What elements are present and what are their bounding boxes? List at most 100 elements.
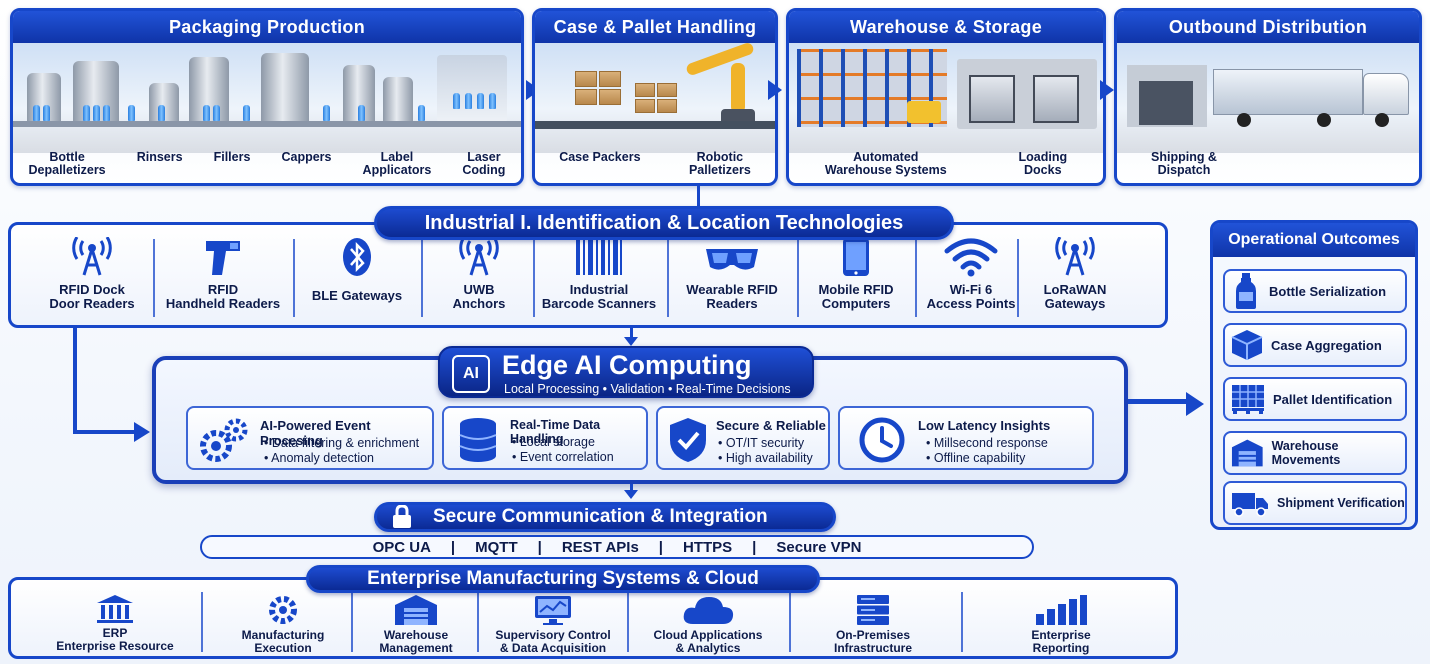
tech-item-ble: BLE Gateways <box>301 237 413 323</box>
tech-label: UWB Anchors <box>452 282 506 311</box>
card-title: Low Latency Insights <box>918 418 1051 433</box>
divider <box>153 239 155 317</box>
pallet-icon <box>1232 385 1264 414</box>
monitor-icon <box>535 596 571 625</box>
gears-icon <box>200 418 248 462</box>
tech-label: LoRaWAN Gateways <box>1043 282 1107 311</box>
stage-title: Case & Pallet Handling <box>535 11 775 43</box>
warehouse-icon <box>1231 439 1263 467</box>
tech-item-lorawan: LoRaWAN Gateways <box>1023 237 1127 323</box>
stage-packaging-production: Packaging Production Bottle Depalletizer… <box>10 8 524 186</box>
stage-case-pallet-handling: Case & Pallet Handling Case Packers Robo… <box>532 8 778 186</box>
enterprise-systems-title: Enterprise Manufacturing Systems & Cloud <box>306 565 820 593</box>
stage-label: Cappers <box>281 150 332 164</box>
building-icon <box>97 595 133 623</box>
enterprise-item-reporting: Enterprise Reporting <box>1005 594 1117 655</box>
protocol-bar: OPC UA | MQTT | REST APIs | HTTPS | Secu… <box>200 535 1034 559</box>
protocol-opc-ua: OPC UA <box>372 538 431 556</box>
packaging-line-illustration <box>13 43 521 153</box>
tech-item-rfid-dock: RFID Dock Door Readers <box>33 237 151 323</box>
divider <box>797 239 799 317</box>
arrow-down <box>624 337 638 346</box>
edge-ai-title-block: AI Edge AI Computing Local Processing • … <box>438 346 814 398</box>
outcome-bottle-serialization: Bottle Serialization <box>1223 269 1407 313</box>
divider <box>789 592 791 652</box>
operational-outcomes-title: Operational Outcomes <box>1213 223 1415 257</box>
divider <box>1017 239 1019 317</box>
stage-warehouse-storage: Warehouse & Storage Automated Warehouse … <box>786 8 1106 186</box>
tech-item-mobile: Mobile RFID Computers <box>801 237 911 323</box>
tablet-icon <box>843 238 869 276</box>
outcome-label: Pallet Identification <box>1273 391 1393 407</box>
cloud-icon <box>683 597 734 624</box>
stage-title: Packaging Production <box>13 11 521 43</box>
divider <box>667 239 669 317</box>
operational-outcomes-panel: Operational Outcomes Bottle Serializatio… <box>1210 220 1418 530</box>
outcome-label: Shipment Verification <box>1277 496 1405 510</box>
stage-label: Robotic Palletizers <box>688 150 751 177</box>
card-bullet: • Anomaly detection <box>264 451 375 465</box>
tech-item-wifi: Wi-Fi 6 Access Points <box>915 237 1027 323</box>
clock-icon <box>859 417 905 463</box>
connector-line <box>630 484 633 492</box>
card-bullet: • OT/IT security <box>718 436 805 450</box>
edge-card-event-processing: AI-Powered Event Procesing • Data filter… <box>186 406 434 470</box>
truck-icon <box>1232 493 1268 517</box>
arrow-down <box>624 490 638 499</box>
outcome-label: Bottle Serialization <box>1269 283 1387 299</box>
lorawan-antenna-icon <box>1055 237 1095 276</box>
enterprise-item-mes: Manufacturing Execution <box>221 594 345 655</box>
lock-icon <box>393 505 411 528</box>
tech-label: RFID Dock Door Readers <box>49 282 135 311</box>
divider <box>201 592 203 652</box>
divider <box>477 592 479 652</box>
tech-item-barcode: Industrial Barcode Scanners <box>539 237 659 323</box>
protocol-separator: | <box>450 538 456 556</box>
tech-label: RFID Handheld Readers <box>165 282 281 311</box>
gear-icon <box>269 596 297 624</box>
connector-line <box>73 328 77 434</box>
bullet-text: Event correlation <box>519 450 614 464</box>
card-bullet: • Data filtering & enrichment <box>264 436 420 450</box>
bullet-text: OT/IT security <box>725 436 805 450</box>
enterprise-item-scada: Supervisory Control & Data Acquisition <box>483 594 623 655</box>
enterprise-label: On-Premises Infrastructure <box>833 628 913 655</box>
divider <box>421 239 423 317</box>
stage-label: Bottle Depalletizers <box>28 150 106 177</box>
enterprise-label: Enterprise Reporting <box>1031 628 1091 655</box>
card-bullet: • Local storage <box>512 435 595 449</box>
stage-title: Warehouse & Storage <box>789 11 1103 43</box>
stage-outbound-distribution: Outbound Distribution Shipping & Dispatc… <box>1114 8 1422 186</box>
divider <box>351 592 353 652</box>
protocol-rest: REST APIs <box>561 538 639 556</box>
secure-communication-label: Secure Communication & Integration <box>433 506 768 527</box>
enterprise-item-cloud: Cloud Applications & Analytics <box>643 594 773 655</box>
bullet-text: Millsecond response <box>933 436 1048 450</box>
divider <box>293 239 295 317</box>
palletizing-robot-illustration <box>535 41 775 153</box>
cube-icon <box>1231 330 1263 360</box>
edge-card-data-handling: Real-Time Data Handling • Local storage … <box>442 406 648 470</box>
bottle-icon <box>1236 273 1256 309</box>
bullet-text: Local storage <box>519 435 595 449</box>
warehouse-icon <box>395 595 437 625</box>
tech-label: Mobile RFID Computers <box>818 282 894 311</box>
stage-label: Shipping & Dispatch <box>1151 150 1217 177</box>
ai-chip-icon: AI <box>452 355 490 393</box>
outcome-label: Case Aggregation <box>1271 337 1382 353</box>
enterprise-label: Warehouse Management <box>379 628 453 655</box>
bullet-text: Data filtering & enrichment <box>271 436 420 450</box>
truck-illustration <box>1117 43 1419 153</box>
tech-label: Wearable RFID Readers <box>686 282 778 311</box>
divider <box>915 239 917 317</box>
bar-chart-icon <box>1036 595 1087 625</box>
connector-line <box>1128 399 1188 404</box>
server-icon <box>857 595 889 625</box>
protocol-vpn: Secure VPN <box>776 538 862 556</box>
tech-label: BLE Gateways <box>311 288 403 303</box>
flow-arrow <box>768 80 782 100</box>
enterprise-item-onprem: On-Premises Infrastructure <box>817 594 929 655</box>
bullet-text: High availability <box>725 451 813 465</box>
edge-ai-subtitle: Local Processing • Validation • Real-Tim… <box>504 382 791 396</box>
enterprise-label: ERP Enterprise Resource <box>56 626 174 653</box>
